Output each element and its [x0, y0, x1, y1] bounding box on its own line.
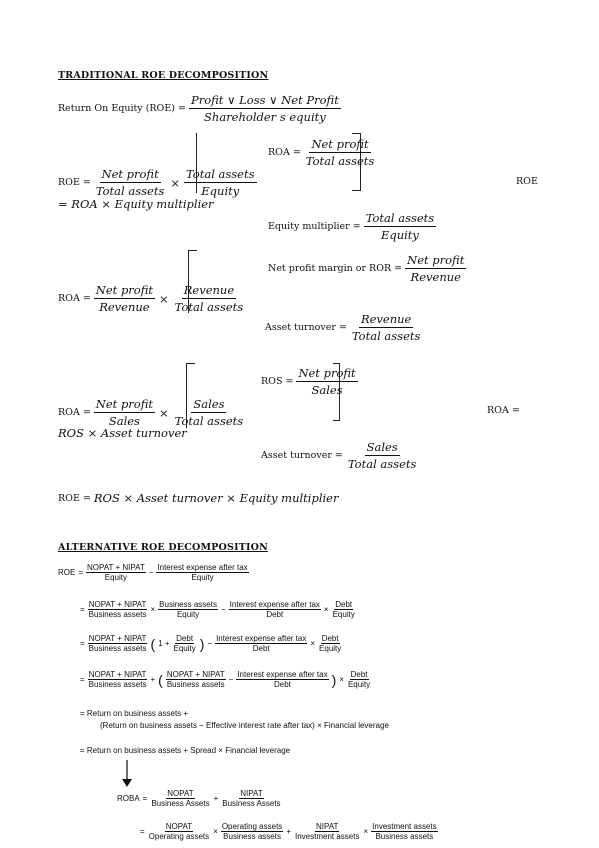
- roe-definition-label: Return On Equity (ROE) =: [58, 103, 186, 114]
- bracket-right-3: [333, 363, 340, 421]
- alt-line-5a: = Return on business assets +: [80, 709, 189, 718]
- alt-line-6: = Return on business assets + Spread × F…: [80, 746, 291, 755]
- alternative-heading: ALTERNATIVE ROE DECOMPOSITION: [58, 542, 268, 553]
- roe-formula-1-suffix: = ROA × Equity multiplier: [58, 197, 214, 211]
- down-arrow-icon: [122, 760, 132, 787]
- roa-formula-2-suffix: ROS × Asset turnover: [58, 426, 187, 440]
- roa-right-label: ROA =: [487, 405, 520, 416]
- bracket-left-2: [188, 250, 197, 313]
- roe-right-label: ROE: [516, 176, 538, 187]
- bracket-right-1: [352, 133, 361, 191]
- traditional-heading: TRADITIONAL ROE DECOMPOSITION: [58, 70, 269, 81]
- roe-definition: Return On Equity (ROE) = Profit ∨ Loss ∨…: [58, 93, 341, 124]
- roe-final-formula: ROE = ROS × Asset turnover × Equity mult…: [58, 491, 339, 505]
- bracket-left-1: [196, 133, 207, 193]
- alt-line-5b: (Return on business assets − Effective i…: [100, 721, 389, 730]
- bracket-left-3: [186, 363, 195, 428]
- roe-definition-fraction: Profit ∨ Loss ∨ Net Profit Shareholder s…: [188, 93, 341, 124]
